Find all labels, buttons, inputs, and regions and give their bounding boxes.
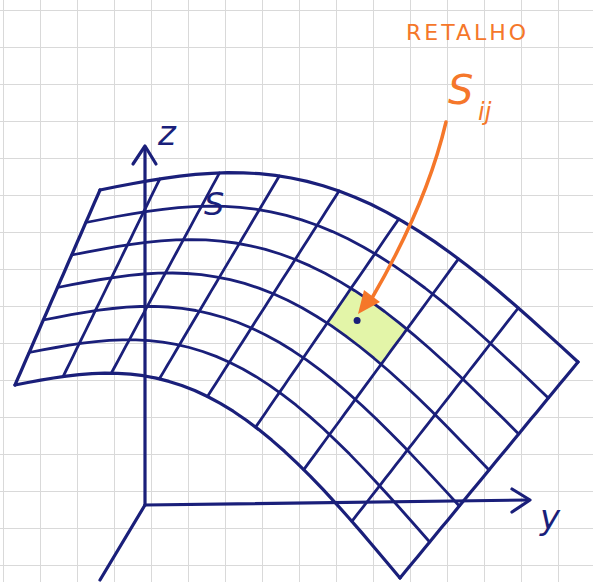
- axis-label: y: [540, 500, 560, 534]
- grid-line: [43, 306, 459, 506]
- surface-grid: [15, 173, 578, 578]
- coordinate-axes: [100, 146, 530, 580]
- patch-subscript: ij: [478, 100, 491, 124]
- grid-line: [29, 340, 430, 542]
- surface-label: S: [204, 188, 224, 220]
- patch-symbol: S: [448, 70, 473, 110]
- sample-point: [354, 317, 361, 324]
- patch-title: RETALHO: [406, 22, 529, 44]
- grid-line: [15, 373, 400, 578]
- leader-line: [372, 122, 446, 298]
- leader-arrowhead: [358, 290, 380, 314]
- z-axis: [143, 148, 146, 505]
- leader-arrow: [358, 122, 446, 314]
- grid-line: [100, 173, 578, 362]
- x-axis: [100, 505, 145, 580]
- z-arrowhead: [133, 146, 156, 164]
- axis-label: z: [158, 116, 176, 150]
- y-arrowhead: [512, 489, 530, 512]
